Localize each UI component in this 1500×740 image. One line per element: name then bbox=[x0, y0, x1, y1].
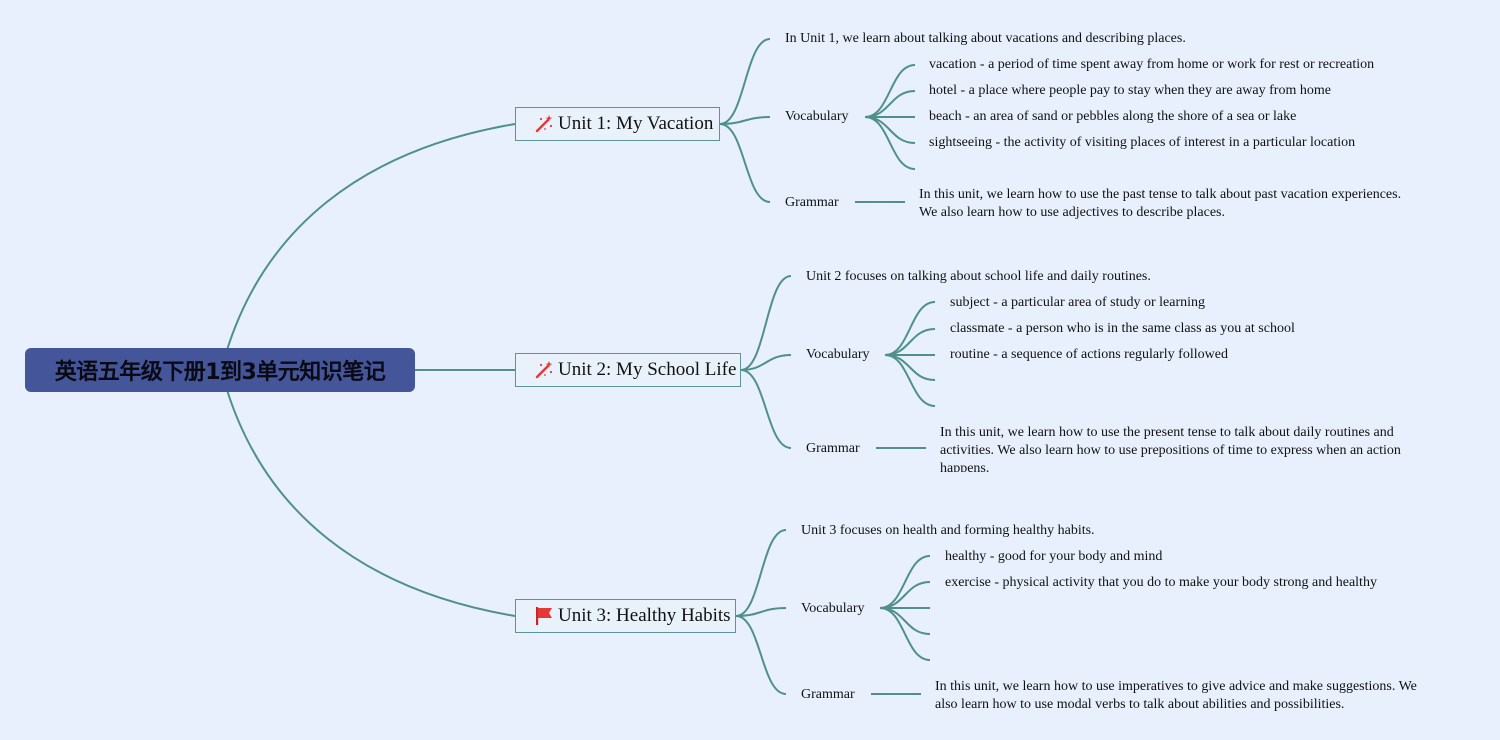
connector-unit1-vocab-item bbox=[864, 116, 916, 144]
unit-2-vocab-item[interactable]: subject - a particular area of study or … bbox=[950, 295, 1206, 310]
connector-unit2-vocab bbox=[740, 354, 792, 371]
unit-2-intro[interactable]: Unit 2 focuses on talking about school l… bbox=[806, 269, 1151, 284]
unit-2-node[interactable]: Unit 2: My School Life bbox=[515, 353, 741, 387]
magic-wand-icon bbox=[535, 361, 553, 379]
unit-3-vocab-item[interactable]: exercise - physical activity that you do… bbox=[945, 575, 1377, 590]
connector-unit1-grammar bbox=[719, 123, 771, 203]
red-flag-icon bbox=[536, 607, 552, 625]
unit-2-title: Unit 2: My School Life bbox=[558, 359, 737, 380]
unit-3-node[interactable]: Unit 3: Healthy Habits bbox=[515, 599, 736, 633]
unit-1-node[interactable]: Unit 1: My Vacation bbox=[515, 107, 720, 141]
connector-unit1-vocab bbox=[719, 116, 771, 125]
root-title: 英语五年级下册1到3单元知识笔记 bbox=[54, 360, 386, 385]
connector-unit3-vocab-item bbox=[879, 581, 931, 609]
connector-unit3-vocab-item bbox=[879, 607, 931, 661]
connector-unit2-grammar bbox=[740, 369, 792, 449]
connector-root-unit1 bbox=[226, 123, 516, 351]
unit-1-title: Unit 1: My Vacation bbox=[558, 113, 714, 134]
connector-unit3-intro bbox=[735, 529, 787, 617]
unit-2-grammar-label[interactable]: Grammar bbox=[806, 441, 860, 456]
connector-unit3-grammar bbox=[735, 615, 787, 695]
unit-2-vocab-item[interactable]: routine - a sequence of actions regularl… bbox=[950, 347, 1228, 362]
connector-unit1-intro bbox=[719, 38, 771, 125]
unit-1-vocabulary-label[interactable]: Vocabulary bbox=[785, 109, 849, 124]
connector-unit3-vocab-item bbox=[879, 607, 931, 635]
connector-unit2-intro bbox=[740, 275, 792, 371]
connector-unit2-vocab-item bbox=[884, 328, 936, 356]
unit-1-vocab-item[interactable]: hotel - a place where people pay to stay… bbox=[929, 83, 1331, 98]
unit-3-grammar-label[interactable]: Grammar bbox=[801, 687, 855, 702]
unit-1-vocab-item[interactable]: vacation - a period of time spent away f… bbox=[929, 57, 1375, 72]
connector-unit2-vocab-item bbox=[884, 354, 936, 381]
connector-unit1-vocab-item bbox=[864, 90, 916, 118]
unit-1-grammar-label[interactable]: Grammar bbox=[785, 195, 839, 210]
unit-1-grammar-text[interactable]: In this unit, we learn how to use the pa… bbox=[919, 187, 1402, 220]
unit-3-intro[interactable]: Unit 3 focuses on health and forming hea… bbox=[801, 523, 1095, 538]
unit-2-vocabulary-label[interactable]: Vocabulary bbox=[806, 347, 870, 362]
magic-wand-icon bbox=[535, 115, 553, 133]
unit-2-vocab-item[interactable]: classmate - a person who is in the same … bbox=[950, 321, 1295, 336]
connector-unit1-vocab-item bbox=[864, 116, 916, 170]
connector-root-unit3 bbox=[226, 389, 516, 617]
unit-3-vocabulary-label[interactable]: Vocabulary bbox=[801, 601, 865, 616]
unit-3-vocab-item[interactable]: healthy - good for your body and mind bbox=[945, 549, 1163, 564]
connector-unit2-vocab-item bbox=[884, 301, 936, 356]
unit-1-intro[interactable]: In Unit 1, we learn about talking about … bbox=[785, 31, 1186, 46]
unit-3-title: Unit 3: Healthy Habits bbox=[558, 605, 731, 626]
unit-1-vocab-item[interactable]: beach - an area of sand or pebbles along… bbox=[929, 109, 1297, 124]
connector-unit3-vocab bbox=[735, 607, 787, 617]
connector-unit2-vocab-item bbox=[884, 354, 936, 407]
root-topic[interactable]: 英语五年级下册1到3单元知识笔记 bbox=[25, 348, 415, 392]
unit-1-vocab-item[interactable]: sightseeing - the activity of visiting p… bbox=[929, 135, 1356, 150]
unit-2-grammar-text[interactable]: In this unit, we learn how to use the pr… bbox=[940, 425, 1401, 472]
unit-3-grammar-text[interactable]: In this unit, we learn how to use impera… bbox=[935, 679, 1417, 712]
